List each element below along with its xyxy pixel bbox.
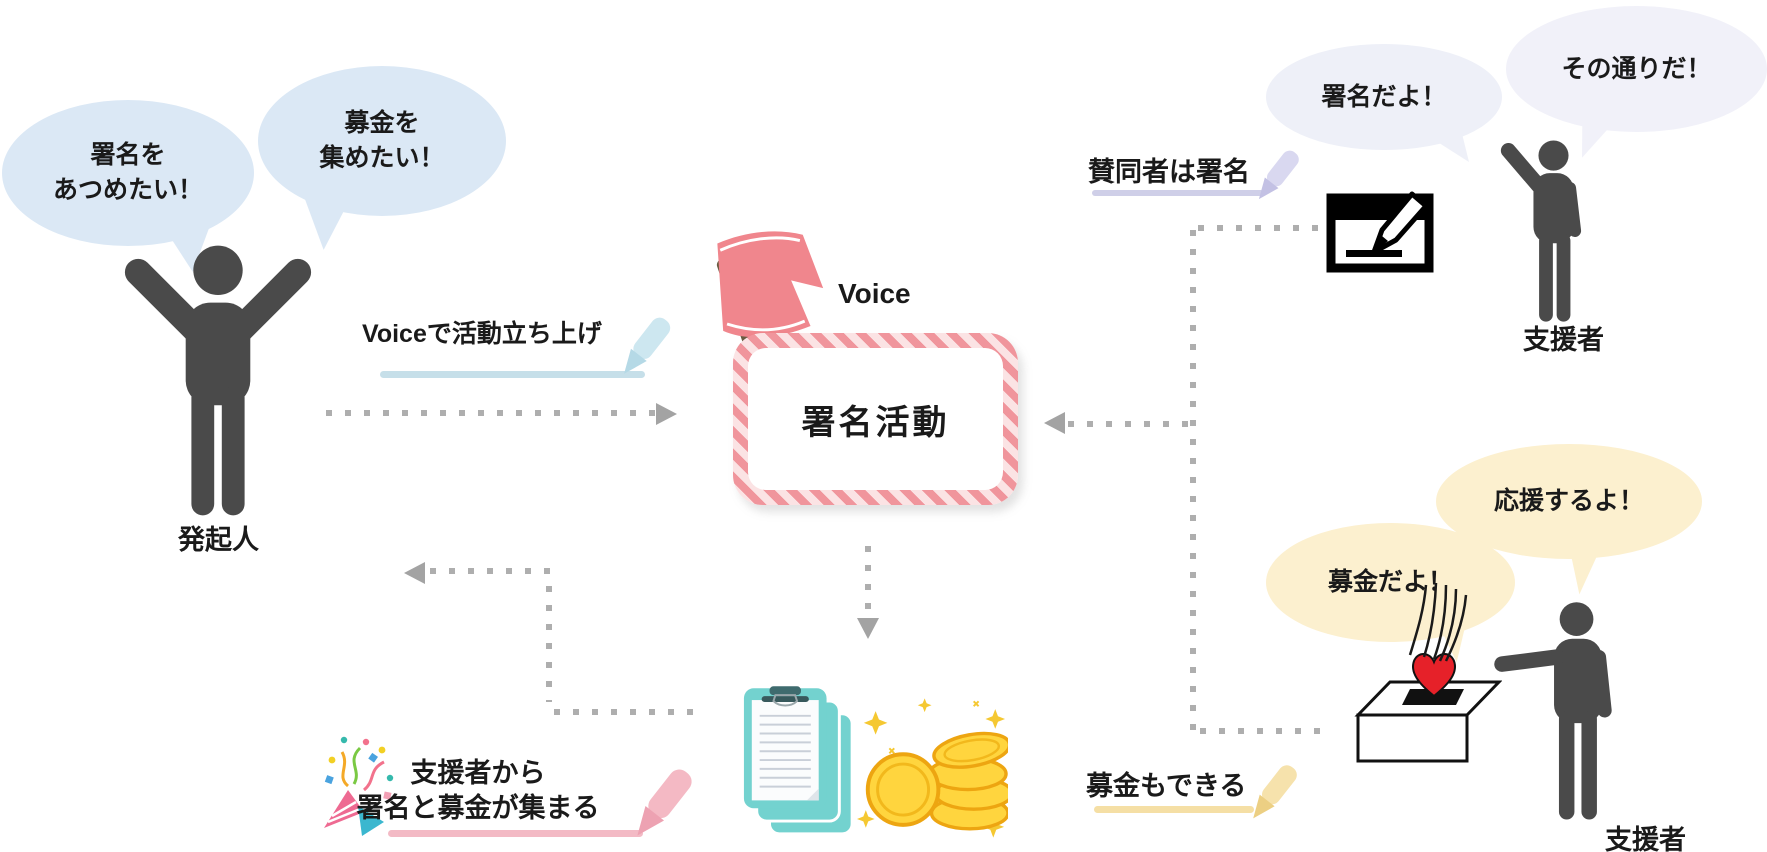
dotted-line-down (865, 546, 871, 612)
dotted-line-to-donation-box (1200, 728, 1325, 734)
sign-flow-caption: 賛同者は署名 (1088, 157, 1250, 187)
pencil-icon (637, 769, 692, 836)
dotted-line-return-top (430, 568, 554, 574)
supporter-donate-person-icon (1494, 602, 1612, 820)
bubble-text-line: あつめたい！ (52, 176, 203, 204)
sign-paper-icon (1326, 191, 1434, 273)
donate-flow-underline (1094, 806, 1254, 813)
bubble-text: 募金だよ！ (1327, 568, 1453, 596)
bubble-text-line: 募金を (344, 109, 420, 137)
signature-campaign-label: 署名活動 (801, 403, 950, 442)
signature-campaign-box-inner: 署名活動 (748, 348, 1003, 490)
supporter-donate-label: 支援者 (1605, 825, 1686, 852)
launch-underline (380, 371, 645, 378)
arrow-left-icon (404, 562, 425, 584)
speech-bubble-my-donation: 募金だよ！ (1266, 523, 1515, 642)
brand-label: Voice (838, 278, 911, 309)
dotted-line-return-vertical (546, 586, 552, 702)
clipboard-stack-icon (743, 686, 854, 836)
dotted-line-into-box (1068, 421, 1190, 427)
sign-flow-underline (1092, 190, 1264, 196)
bubble-text: 署名だよ！ (1321, 82, 1447, 111)
bubble-text: 応援するよ！ (1493, 487, 1644, 515)
results-caption-line1: 支援者から (410, 758, 546, 788)
bubble-text-line: 署名を (90, 141, 166, 169)
dotted-line-to-sign-icon (1198, 225, 1328, 231)
pencil-icon (624, 317, 671, 374)
arrow-left-icon (1044, 412, 1065, 434)
pencil-icon (1253, 765, 1297, 819)
confetti-icon (324, 736, 394, 836)
initiator-person-icon (124, 245, 312, 516)
results-caption: 支援者から 署名と募金が集まる (338, 756, 618, 826)
bubble-text-line: 集めたい！ (319, 144, 445, 172)
donate-flow-caption: 募金もできる (1086, 771, 1247, 801)
speech-bubble-collect-donations: 募金を 集めたい！ (258, 66, 506, 216)
speech-bubble-cheer: 応援するよ！ (1436, 444, 1702, 559)
results-underline (388, 830, 643, 837)
bubble-text: その通りだ！ (1561, 54, 1712, 83)
dotted-line-right-trunk (1190, 230, 1196, 732)
speech-bubble-my-signature: 署名だよ！ (1266, 44, 1502, 150)
initiator-label: 発起人 (178, 525, 259, 555)
pencil-icon (1258, 150, 1299, 200)
arrow-down-icon (857, 618, 879, 639)
speech-bubble-collect-signatures: 署名を あつめたい！ (2, 100, 254, 246)
dotted-line-launch (326, 410, 656, 416)
speech-bubble-thats-right: その通りだ！ (1506, 6, 1767, 132)
supporter-sign-label: 支援者 (1523, 325, 1604, 355)
dotted-line-return-bottom (554, 709, 694, 715)
arrow-right-icon (656, 403, 677, 425)
coins-icon (856, 698, 1008, 838)
signature-campaign-box: 署名活動 (733, 333, 1018, 505)
results-caption-line2: 署名と募金が集まる (356, 793, 600, 823)
launch-caption: Voiceで活動立ち上げ (362, 320, 602, 348)
donation-box-icon (1354, 583, 1502, 763)
supporter-sign-person-icon (1500, 140, 1582, 322)
